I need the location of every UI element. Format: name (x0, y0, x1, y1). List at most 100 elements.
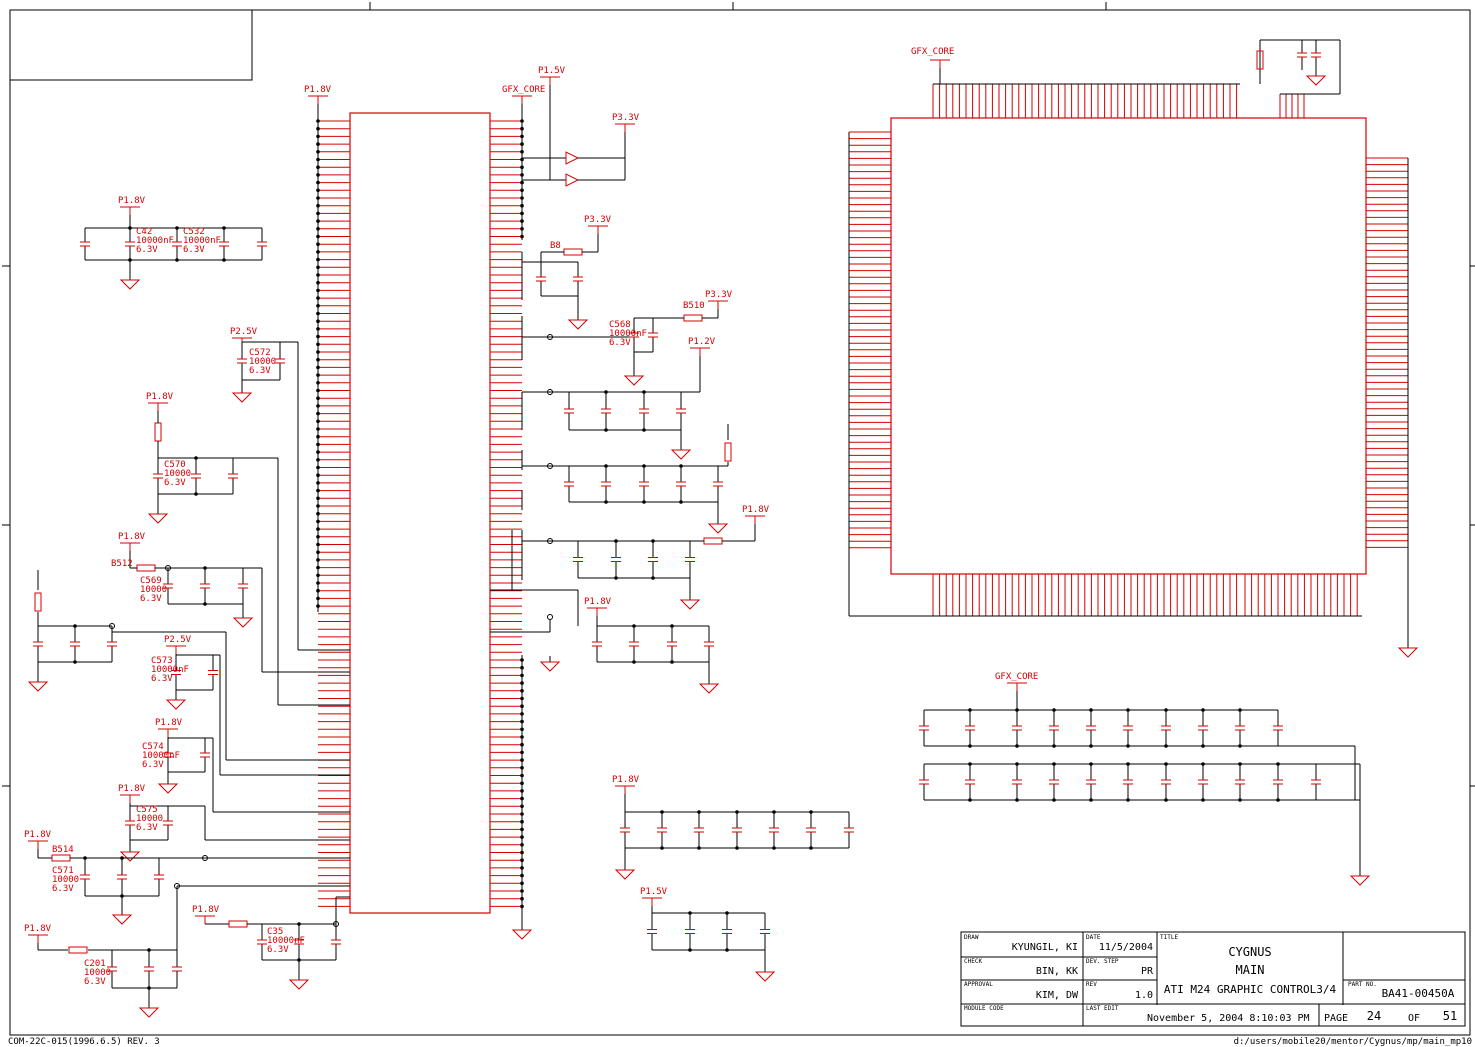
junction-dot (316, 411, 320, 416)
junction-dot (688, 911, 692, 915)
junction-dot (316, 119, 320, 123)
junction-dot (316, 504, 320, 508)
junction-dot (520, 858, 524, 862)
junction-dot (968, 708, 972, 712)
junction-dot (520, 219, 524, 223)
junction-dot (520, 673, 524, 678)
capacitor-symbol (238, 568, 248, 604)
junction-dot (520, 180, 524, 185)
junction-dot (1089, 708, 1093, 712)
capacitor-symbol (536, 262, 546, 296)
capacitor-symbol (639, 392, 649, 430)
junction-dot (120, 856, 124, 860)
capacitor-symbol (331, 924, 341, 960)
junction-dot (520, 866, 524, 870)
junction-dot (735, 810, 739, 814)
part-value: 10000nF (151, 665, 189, 675)
capacitor-symbol (1161, 710, 1171, 746)
junction-dot (316, 519, 320, 524)
part-ref: C569 (140, 576, 162, 586)
tb-rev-label: REV (1086, 981, 1097, 988)
junction-dot (316, 481, 320, 485)
power-port-symbol (690, 347, 710, 356)
junction-dot (1052, 762, 1056, 766)
junction-dot (520, 773, 524, 778)
junction-dot (520, 165, 524, 169)
junction-dot (520, 689, 524, 693)
junction-dot (73, 624, 77, 628)
power-port-symbol (166, 645, 186, 654)
junction-dot (772, 810, 776, 814)
junction-dot (520, 881, 524, 886)
junction-dot (297, 922, 301, 926)
junction-dot (968, 798, 972, 802)
capacitor-symbol (163, 738, 173, 772)
tb-check-value: BIN, KK (1036, 966, 1078, 977)
junction-dot (520, 735, 524, 739)
capacitor-symbol (1123, 764, 1133, 800)
tb-approval-value: KIM, DW (1036, 990, 1079, 1001)
test-point (547, 614, 553, 620)
junction-dot (642, 428, 646, 432)
ground-symbol (138, 1002, 160, 1018)
capacitor-symbol (648, 541, 658, 578)
junction-dot (316, 126, 320, 131)
junction-dot (772, 846, 776, 850)
junction-dot (175, 226, 179, 230)
net-label: P1.8V (155, 718, 183, 728)
junction-dot (316, 234, 320, 239)
capacitor-symbol (648, 318, 658, 352)
capacitor-symbol (1086, 764, 1096, 800)
net-label: GFX_CORE (911, 47, 954, 57)
test-point (202, 855, 208, 861)
junction-dot (316, 542, 320, 547)
ground-symbol (511, 924, 533, 940)
power-port-symbol (615, 785, 635, 794)
capacitor-symbol (685, 541, 695, 578)
junction-dot (316, 296, 320, 300)
junction-dot (316, 596, 320, 601)
junction-dot (520, 188, 524, 193)
part-voltage: 6.3V (609, 338, 631, 348)
junction-dot (604, 464, 608, 468)
junction-dot (688, 948, 692, 952)
junction-dot (660, 846, 664, 850)
ground-symbol (670, 444, 692, 460)
capacitor-symbol (163, 806, 173, 840)
tb-module-label: MODULE CODE (964, 1005, 1004, 1012)
junction-dot (316, 188, 320, 193)
capacitor-symbol (676, 392, 686, 430)
junction-dot (316, 134, 320, 139)
junction-dot (679, 464, 683, 468)
net-label: P3.3V (705, 290, 733, 300)
part-ref: C35 (267, 927, 283, 937)
capacitor-symbol (965, 710, 975, 746)
junction-dot (194, 492, 198, 496)
tb-lastedit-label: LAST EDIT (1086, 1005, 1119, 1012)
part-value: 10000 (84, 968, 111, 978)
capacitor-symbol (657, 812, 667, 848)
capacitor-symbol (1198, 710, 1208, 746)
power-port-symbol (540, 76, 560, 85)
ferrite-bead (51, 854, 71, 862)
part-voltage: 6.3V (142, 760, 164, 770)
junction-dot (520, 766, 524, 770)
ground-symbol (614, 864, 636, 880)
junction-dot (735, 846, 739, 850)
tb-title-line3: ATI M24 GRAPHIC CONTROL3/4 (1164, 983, 1337, 996)
capacitor-symbol (228, 458, 238, 494)
capacitor-symbol (564, 466, 574, 502)
junction-dot (316, 357, 320, 362)
junction-dot (520, 850, 524, 855)
net-labels: P1.8V GFX_CORE P1.5V P3.3V P1.8V P3.3V P… (24, 47, 1038, 934)
junction-dot (316, 427, 320, 431)
part-value: 10000 (136, 814, 163, 824)
part-value: 10000nF (136, 236, 174, 246)
junction-dot (520, 119, 524, 123)
power-port-symbol (745, 515, 765, 524)
junction-dot (316, 365, 320, 370)
net-label: GFX_CORE (995, 672, 1038, 682)
part-voltage: 6.3V (52, 884, 74, 894)
ferrite-bead (724, 442, 732, 462)
junction-dot (128, 226, 132, 230)
